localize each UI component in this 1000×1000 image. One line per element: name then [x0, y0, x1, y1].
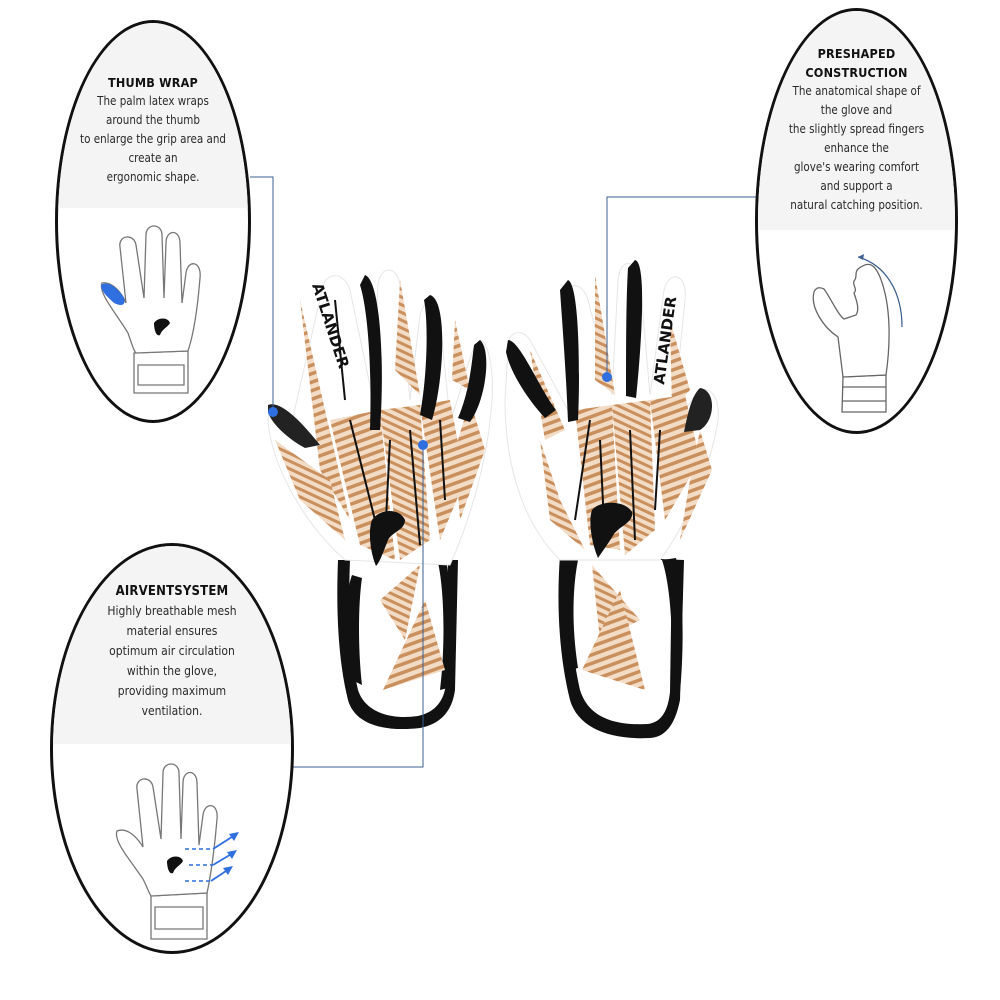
callout-title: PRESHAPED [817, 46, 896, 61]
callout-preshaped-construction: PRESHAPED CONSTRUCTION The anatomical sh… [755, 8, 958, 434]
callout-title: CONSTRUCTION [805, 65, 908, 80]
callout-line: enhance the [824, 141, 889, 155]
callout-line: and support a [820, 179, 893, 193]
callout-line: create an [128, 151, 178, 165]
glove-thumb-highlight-icon [100, 225, 201, 394]
callout-thumb-wrap: THUMB WRAP The palm latex wraps around t… [55, 20, 251, 423]
callout-line: within the glove, [126, 663, 218, 678]
connector-thumb-wrap [250, 176, 278, 417]
callout-line: ergonomic shape. [106, 170, 200, 184]
glove-airflow-arrows-icon [115, 763, 239, 940]
hotspot-dot-preshaped[interactable] [602, 372, 612, 382]
callout-title: AIRVENTSYSTEM [115, 584, 229, 599]
callout-line: providing maximum [117, 683, 227, 698]
right-glove: ATLANDER [504, 260, 719, 739]
hotspot-dot-thumb[interactable] [268, 407, 278, 417]
callout-line: the slightly spread fingers [788, 122, 925, 136]
callout-line: around the thumb [106, 113, 200, 127]
callout-line: optimum air circulation [109, 643, 235, 658]
callout-line: Highly breathable mesh [107, 603, 237, 618]
callout-line: The palm latex wraps [97, 94, 209, 108]
connector-preshaped [602, 196, 756, 382]
left-glove: ATLANDER [267, 269, 493, 730]
connector-airvent [293, 440, 428, 768]
callout-line: the glove and [820, 103, 893, 117]
callout-line: natural catching position. [790, 198, 923, 212]
callout-title: THUMB WRAP [108, 75, 198, 90]
callout-line: The anatomical shape of [792, 84, 921, 98]
callout-line: ventilation. [141, 703, 203, 718]
callout-text-panel [53, 546, 291, 744]
callout-text-panel [58, 23, 248, 208]
glove-side-curve-arrow-icon [812, 254, 903, 413]
callout-line: material ensures [126, 623, 218, 638]
callout-line: to enlarge the grip area and [80, 132, 226, 146]
callout-text-panel [758, 11, 955, 230]
hotspot-dot-airvent[interactable] [418, 440, 428, 450]
callout-airventsystem: AIRVENTSYSTEM Highly breathable mesh mat… [50, 543, 294, 954]
callout-line: glove's wearing comfort [793, 160, 920, 174]
